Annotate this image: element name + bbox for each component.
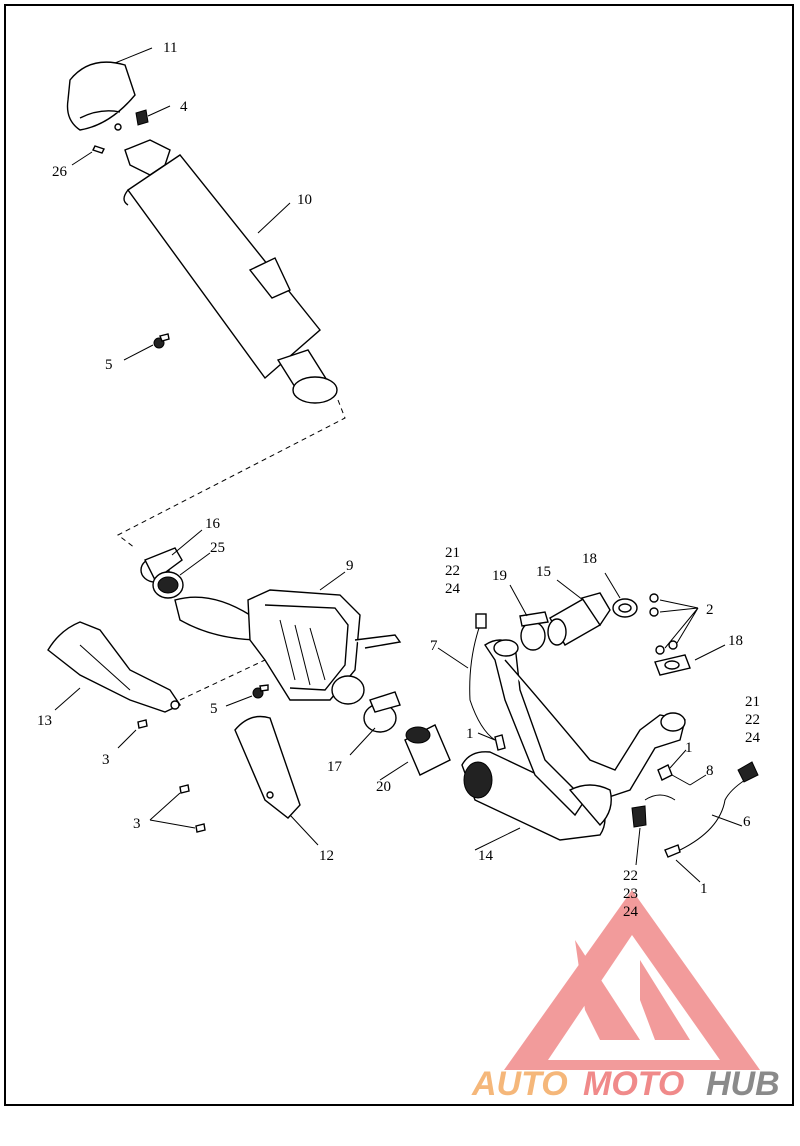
callout-1b: 1 [685,740,693,756]
callout-24a: 24 [445,581,461,597]
part-catalyst-box [174,571,402,705]
part-sensor-1c [664,844,701,883]
callout-6: 6 [743,814,751,830]
callout-26: 26 [52,164,68,180]
callout-22c: 22 [623,868,638,884]
watermark-text-moto: MOTO [583,1065,684,1103]
callout-20: 20 [376,779,391,795]
callout-12: 12 [319,848,334,864]
callout-25: 25 [210,540,225,556]
part-end-cap [66,47,153,131]
callout-14: 14 [478,848,494,864]
part-clamp-19 [509,584,549,651]
callout-2: 2 [706,602,714,618]
part-clip [114,105,171,131]
part-heat-shield-13 [47,621,182,713]
part-nuts-2 [649,593,699,655]
callout-1c: 1 [700,881,708,897]
callout-4: 4 [180,99,188,115]
watermark-logo [504,890,760,1070]
part-connector-lower [631,794,676,866]
part-gasket-18a [604,572,638,618]
part-ring-25 [152,552,211,599]
part-sensor-8 [671,774,707,786]
callout-7: 7 [430,638,438,654]
part-screws-3b [149,784,206,833]
callout-3a: 3 [102,752,110,768]
callout-8: 8 [706,763,714,779]
callout-22b: 22 [745,712,760,728]
part-sleeve-20 [379,724,451,781]
callout-11: 11 [163,40,177,56]
part-sensor-1a [477,732,506,751]
callout-13: 13 [37,713,52,729]
callout-24c: 24 [623,904,639,920]
part-screw-3a [117,719,148,749]
connection-line-shield [179,659,266,701]
part-bolt-5b [225,684,269,707]
diagram-frame [4,4,794,1106]
callout-3b: 3 [133,816,141,832]
callout-1a: 1 [466,726,474,742]
callout-18b: 18 [728,633,743,649]
callout-15: 15 [536,564,551,580]
part-harness-6 [679,761,759,851]
callout-22a: 22 [445,563,460,579]
part-heat-shield-12 [234,715,319,846]
callout-18a: 18 [582,551,597,567]
callout-16: 16 [205,516,221,532]
part-harness-7 [437,613,496,741]
callout-17: 17 [327,759,343,775]
part-flange-15 [547,579,611,646]
callout-5b: 5 [210,701,218,717]
part-muffler [123,139,338,404]
callout-9: 9 [346,558,354,574]
callout-10: 10 [297,192,312,208]
part-header-14 [461,639,686,851]
part-bolt-5a [123,333,170,361]
watermark-text-hub: HUB [706,1065,780,1103]
callout-21a: 21 [445,545,460,561]
part-gasket-18b [654,644,726,676]
watermark-text-auto: AUTO [471,1065,568,1103]
callout-23: 23 [623,886,638,902]
callout-21b: 21 [745,694,760,710]
connection-line-muffler [117,399,346,549]
callout-19: 19 [492,568,507,584]
callout-24b: 24 [745,730,761,746]
part-clamp-17 [349,691,401,756]
callout-5a: 5 [105,357,113,373]
part-screw-26 [71,145,105,166]
